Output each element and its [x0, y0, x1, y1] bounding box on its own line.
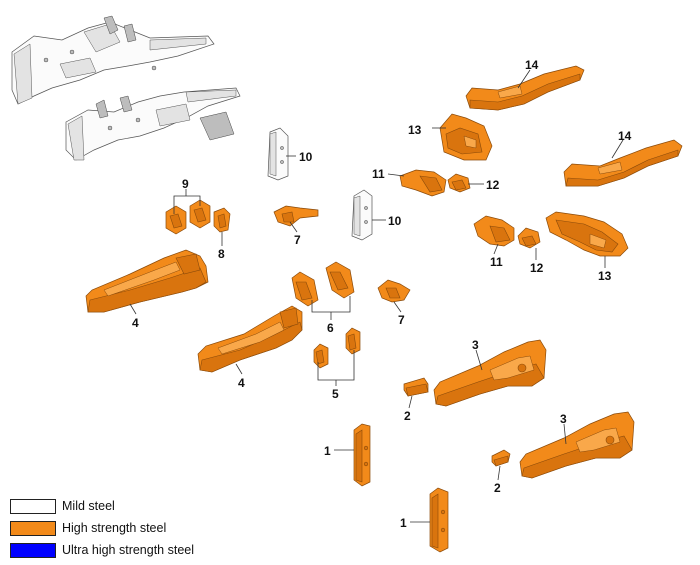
- callout-11-lower: 11: [490, 255, 503, 269]
- part-5-brackets: [313, 327, 361, 369]
- callout-12-lower: 12: [530, 261, 544, 275]
- part-10-bracket-lower: [351, 189, 373, 241]
- callout-12-upper: 12: [486, 178, 500, 192]
- callout-4-upper: 4: [132, 316, 139, 330]
- legend-label-ultra-high-strength-steel: Ultra high strength steel: [62, 543, 195, 557]
- callout-2-lower: 2: [494, 481, 501, 495]
- callout-14-lower: 14: [618, 129, 632, 143]
- part-2-bracket-lower: [491, 449, 511, 467]
- callout-1-lower: 1: [400, 516, 407, 530]
- front-frame-assembly-lower: [65, 87, 241, 161]
- callout-3-upper: 3: [472, 338, 479, 352]
- part-14-rail-upper: [465, 65, 585, 111]
- callout-13-lower: 13: [598, 269, 612, 283]
- part-12-bracket-upper: [447, 173, 471, 193]
- part-1-pillar-lower: [429, 487, 449, 553]
- callout-11-upper: 11: [372, 167, 385, 181]
- part-10-bracket-upper: [267, 127, 289, 181]
- part-2-bracket-upper: [403, 377, 429, 397]
- part-1-pillar-upper: [353, 423, 371, 487]
- part-4-rail-lower: [197, 305, 303, 373]
- part-7-bracket-upper: [273, 205, 319, 227]
- part-13-panel-upper: [439, 113, 493, 161]
- part-11-bracket-upper: [399, 169, 447, 197]
- front-frame-assembly-upper: [11, 15, 215, 105]
- legend-item-mild-steel: Mild steel: [10, 495, 194, 517]
- legend-label-mild-steel: Mild steel: [62, 499, 115, 513]
- part-3-rail-lower: [519, 411, 635, 479]
- callout-14-upper: 14: [525, 58, 539, 72]
- callout-7-upper: 7: [294, 233, 301, 247]
- callout-1-upper: 1: [324, 444, 331, 458]
- callout-4-lower: 4: [238, 376, 245, 390]
- part-7-bracket-lower: [377, 279, 411, 303]
- part-9-brackets: [165, 199, 211, 235]
- callout-7-lower: 7: [398, 313, 405, 327]
- callout-9: 9: [182, 177, 189, 191]
- legend-swatch-high-strength-steel: [10, 520, 56, 536]
- part-4-rail-upper: [85, 249, 209, 313]
- callout-5: 5: [332, 387, 339, 401]
- callout-8: 8: [218, 247, 225, 261]
- callout-2-upper: 2: [404, 409, 411, 423]
- callout-10-lower: 10: [388, 214, 402, 228]
- callout-labels: 14 13 14 10 11 12 9 10 7 8 11 12 13 4 7 …: [132, 58, 632, 530]
- legend-swatch-ultra-high-strength-steel: [10, 542, 56, 558]
- part-12-bracket-lower: [517, 227, 541, 249]
- callout-6: 6: [327, 321, 334, 335]
- legend-swatch-mild-steel: [10, 498, 56, 514]
- part-8-bracket: [213, 207, 231, 233]
- callout-10-upper: 10: [299, 150, 313, 164]
- leader-lines: [129, 69, 624, 523]
- legend-item-high-strength-steel: High strength steel: [10, 517, 194, 539]
- part-14-rail-lower: [563, 139, 683, 187]
- part-11-bracket-lower: [473, 215, 515, 247]
- callout-3-lower: 3: [560, 412, 567, 426]
- callout-13-upper: 13: [408, 123, 422, 137]
- part-3-rail-upper: [433, 339, 547, 407]
- material-legend: Mild steel High strength steel Ultra hig…: [10, 495, 194, 561]
- part-13-panel-lower: [545, 211, 629, 257]
- part-6-brackets: [291, 261, 355, 307]
- legend-item-ultra-high-strength-steel: Ultra high strength steel: [10, 539, 194, 561]
- legend-label-high-strength-steel: High strength steel: [62, 521, 167, 535]
